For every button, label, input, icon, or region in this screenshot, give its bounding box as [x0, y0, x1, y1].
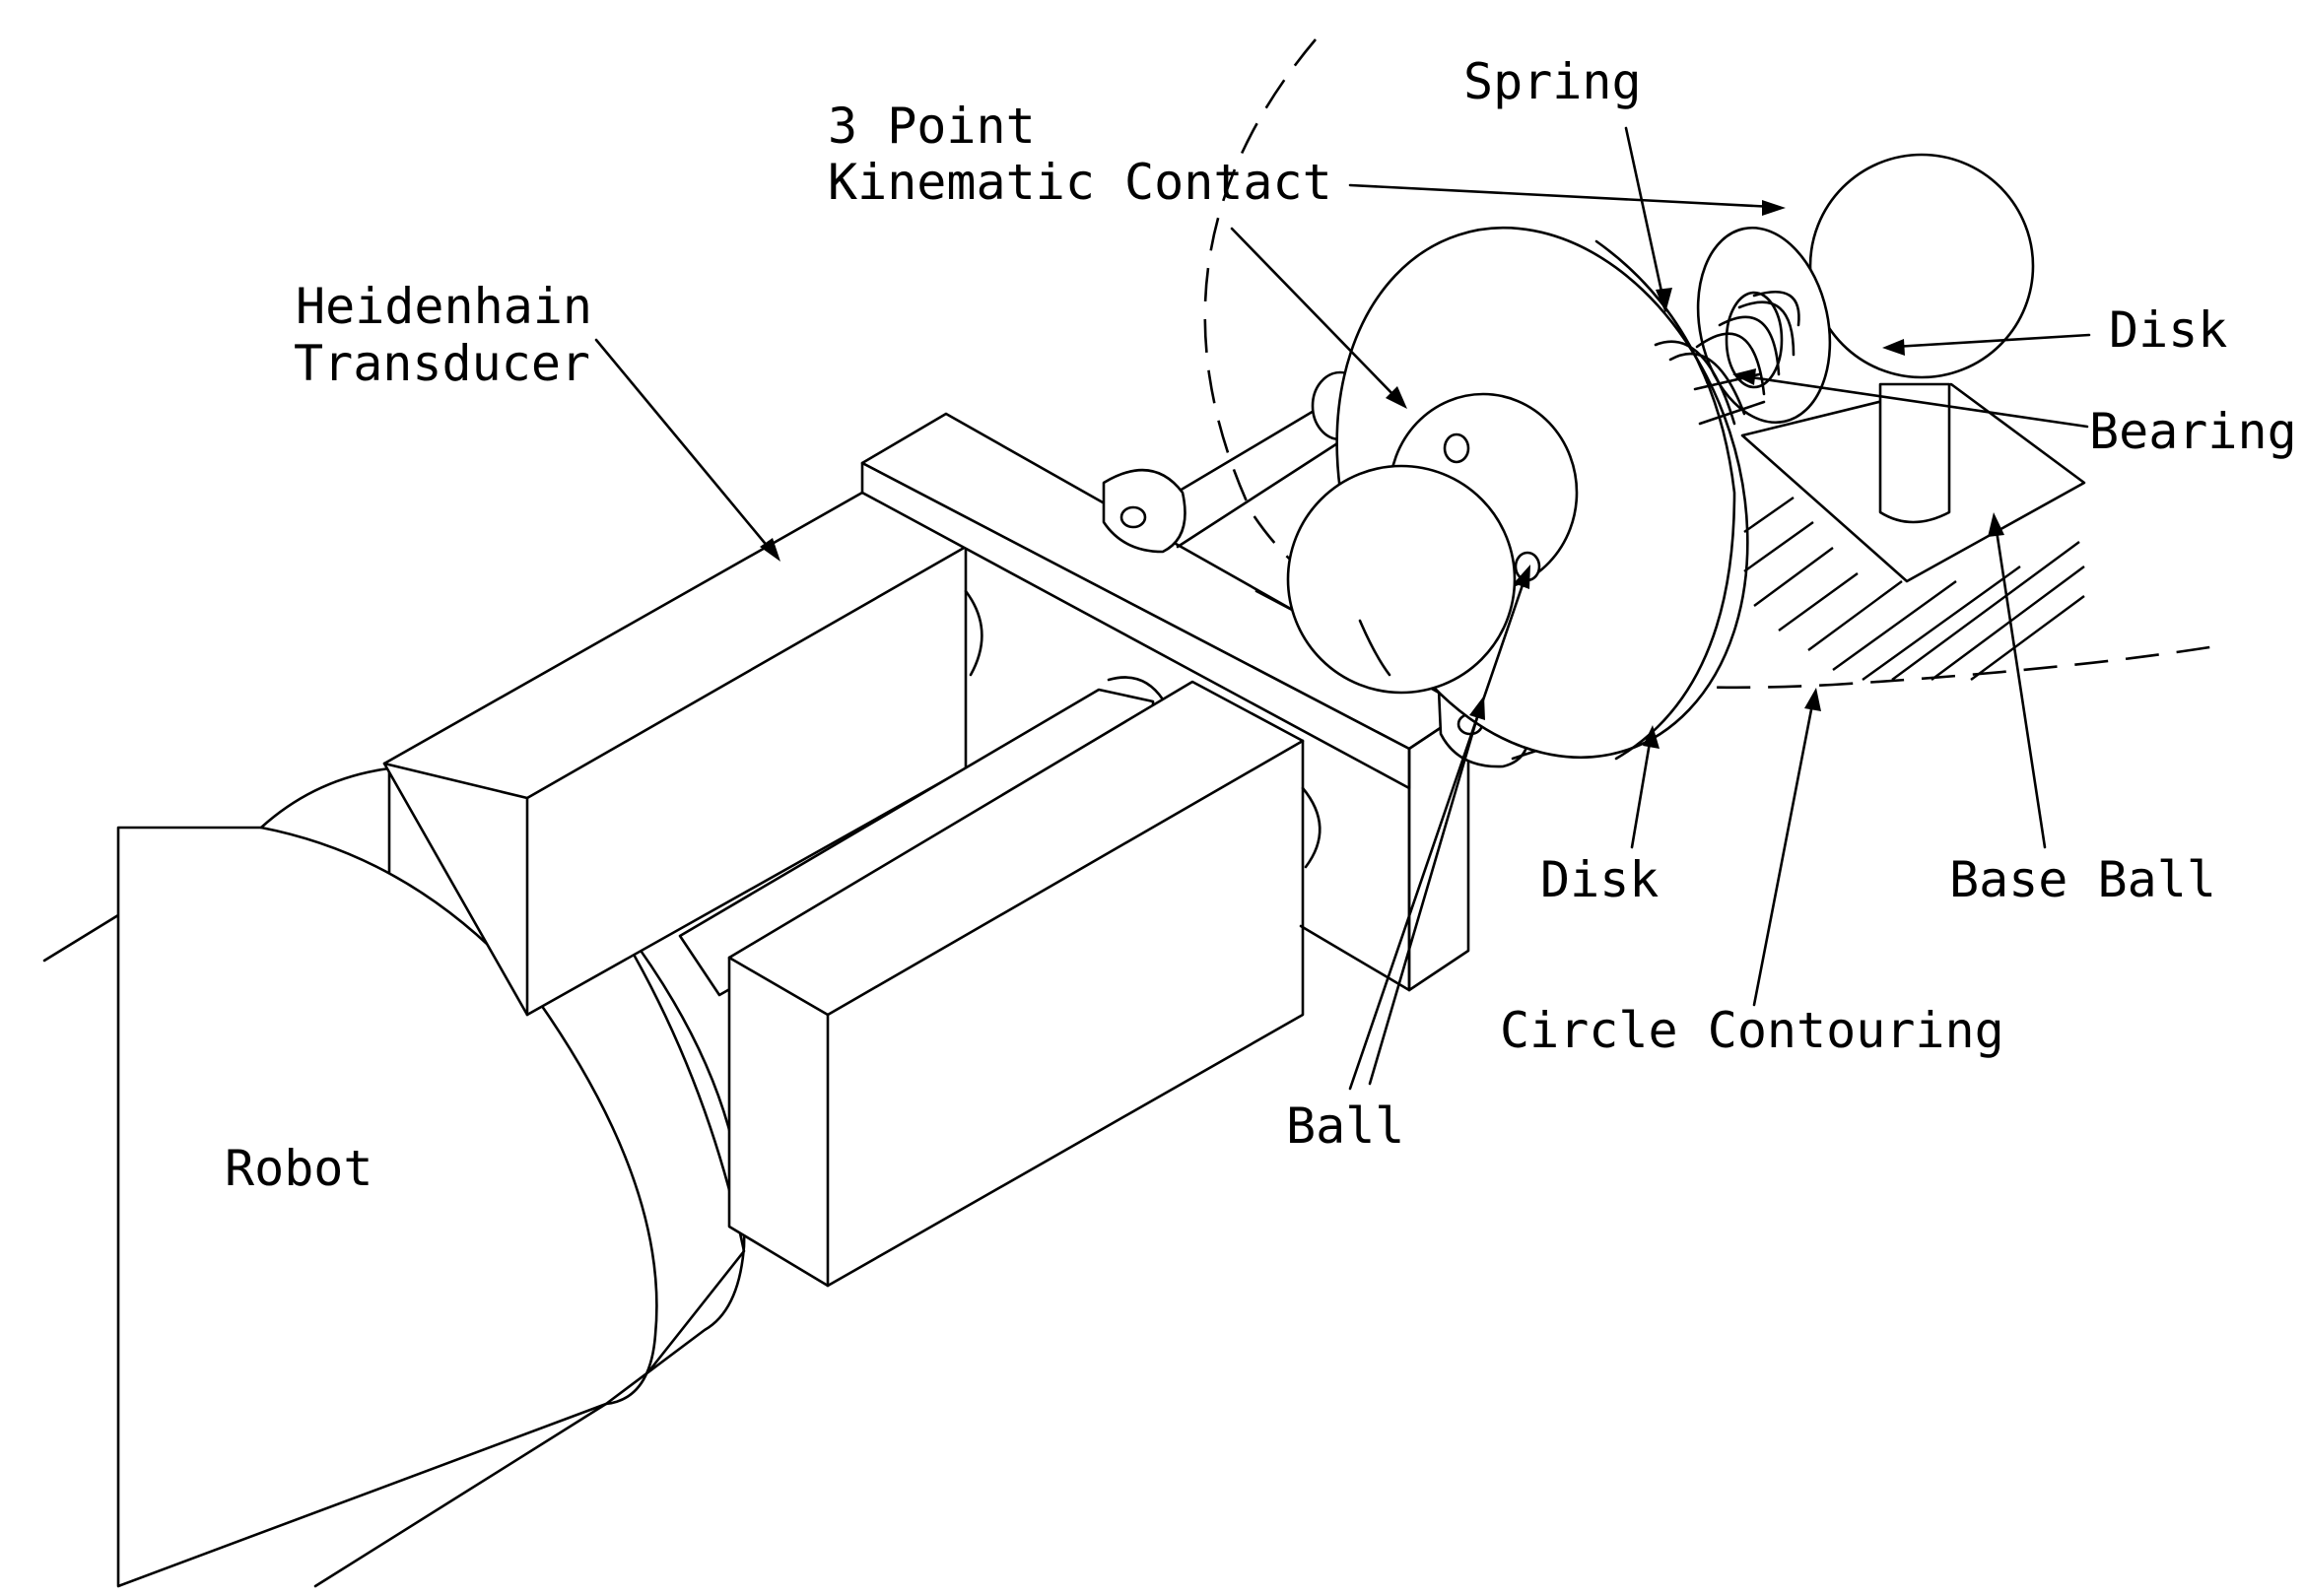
label-robot: Robot — [225, 1140, 373, 1197]
base-assembly — [1654, 153, 2086, 681]
label-heidenhain-line1: Heidenhain — [296, 278, 592, 335]
label-spring: Spring — [1463, 53, 1642, 110]
label-kinematic-line1: 3 Point — [828, 98, 1036, 155]
ground-hatch — [1743, 497, 2085, 681]
label-disk-top: Disk — [2109, 301, 2227, 359]
label-ball: Ball — [1286, 1097, 1404, 1155]
label-kinematic-line2: Kinematic Contact — [828, 154, 1332, 211]
label-heidenhain-line2: Transducer — [294, 335, 590, 392]
label-circle-contouring: Circle Contouring — [1500, 1002, 2004, 1059]
ball — [1286, 464, 1517, 695]
label-disk-bottom: Disk — [1540, 851, 1659, 908]
front-transducer-block — [678, 676, 1321, 1288]
labels: Heidenhain Transducer 3 Point Kinematic … — [225, 53, 2297, 1197]
spring — [1654, 291, 1800, 426]
leaders — [594, 126, 2091, 1091]
label-base-ball: Base Ball — [1949, 851, 2216, 908]
heidenhain-transducer — [382, 491, 983, 1017]
label-bearing: Bearing — [2089, 403, 2297, 460]
